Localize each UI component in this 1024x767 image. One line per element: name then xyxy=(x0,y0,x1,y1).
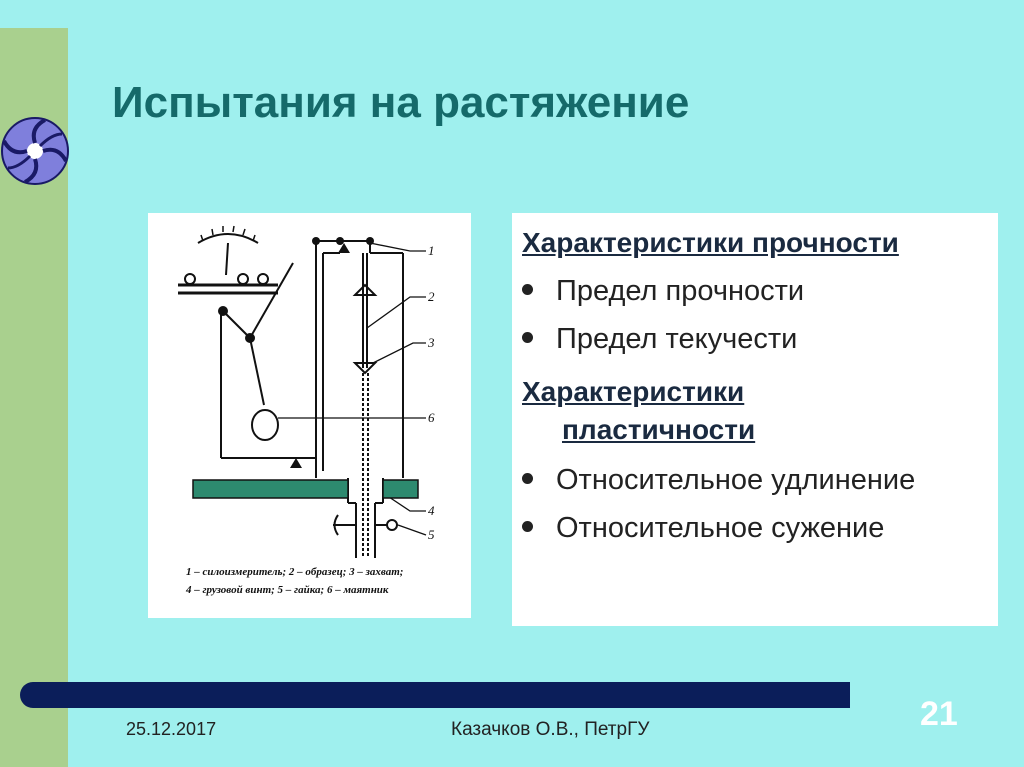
callout-number: 5 xyxy=(428,527,435,542)
footer-bar xyxy=(20,682,850,708)
diagram-caption-line2: 4 – грузовой винт; 5 – гайка; 6 – маятни… xyxy=(185,584,389,596)
swirl-logo-icon xyxy=(1,117,69,185)
tensile-machine-diagram: 1 2 3 6 4 5 1 – силоизмеритель; 2 – обра… xyxy=(148,213,471,618)
list-item: Предел прочности xyxy=(522,275,804,308)
callout-number: 4 xyxy=(428,503,435,518)
callout-number: 2 xyxy=(428,289,435,304)
bullet-icon xyxy=(522,520,533,532)
list-item: Относительное удлинение xyxy=(522,464,915,497)
bullet-icon xyxy=(522,331,533,343)
characteristics-panel: Характеристики прочности Предел прочност… xyxy=(512,213,998,626)
callout-number: 6 xyxy=(428,410,435,425)
page-number: 21 xyxy=(920,695,958,733)
diagram-caption-line1: 1 – силоизмеритель; 2 – образец; 3 – зах… xyxy=(186,566,403,578)
bullet-icon xyxy=(522,283,533,295)
plasticity-heading: Характеристики пластичности xyxy=(522,376,756,445)
bullet-icon xyxy=(522,472,533,484)
callout-number: 1 xyxy=(428,243,435,258)
list-item: Предел текучести xyxy=(522,323,797,356)
list-item: Относительное сужение xyxy=(522,512,884,545)
callout-number: 3 xyxy=(427,335,435,350)
footer-author: Казачков О.В., ПетрГУ xyxy=(451,719,650,740)
slide-title: Испытания на растяжение xyxy=(112,78,690,127)
footer-date: 25.12.2017 xyxy=(126,719,217,739)
strength-heading: Характеристики прочности xyxy=(522,227,899,258)
